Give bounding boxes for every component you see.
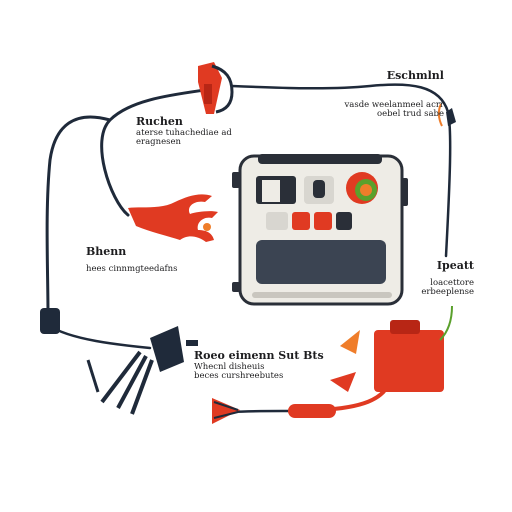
- label-top-right-line2: oebel trud sabe: [376, 109, 444, 120]
- label-bottom-line2: beces curshreebutes: [194, 371, 284, 382]
- label-bottom-line1: Whecnl disheuis: [194, 361, 265, 372]
- label-top-right-line1: vasde weelanmeel acrr: [344, 99, 445, 110]
- hand-clamp-icon: [128, 194, 218, 242]
- label-left-heading: Bhenn: [86, 245, 127, 258]
- label-right: Ipeatt loacettore erbeeplense: [410, 259, 474, 298]
- label-top-left: Ruchen aterse tuhachediae ad eragnesen: [136, 115, 232, 148]
- label-top-left-line1: aterse tuhachediae ad: [136, 127, 232, 138]
- label-bottom: Roeo eimenn Sut Bts Whecnl disheuis bece…: [194, 349, 324, 382]
- top-cable: [230, 83, 452, 258]
- probe-icon: [437, 103, 456, 127]
- label-right-heading: Ipeatt: [436, 259, 474, 272]
- label-top-right: Eschmlnl vasde weelanmeel acrr oebel tru…: [332, 69, 445, 120]
- top-connector-icon: [198, 62, 234, 114]
- device-icon: [232, 154, 408, 306]
- left-cable: [45, 88, 207, 317]
- label-top-left-heading: Ruchen: [136, 115, 183, 128]
- label-left: Bhenn hees cinnmgteedafns: [86, 245, 178, 274]
- label-left-line1: hees cinnmgteedafns: [86, 263, 178, 274]
- label-right-line2: erbeeplense: [421, 287, 474, 298]
- label-right-line1: loacettore: [430, 277, 474, 288]
- label-top-right-heading: Eschmlnl: [386, 69, 444, 82]
- label-top-left-line2: eragnesen: [136, 137, 181, 148]
- cable-end-icon: [212, 398, 336, 424]
- label-bottom-heading: Roeo eimenn Sut Bts: [194, 349, 324, 362]
- plug-connector-icon: [330, 305, 453, 392]
- jack-plug-icon: [40, 308, 198, 415]
